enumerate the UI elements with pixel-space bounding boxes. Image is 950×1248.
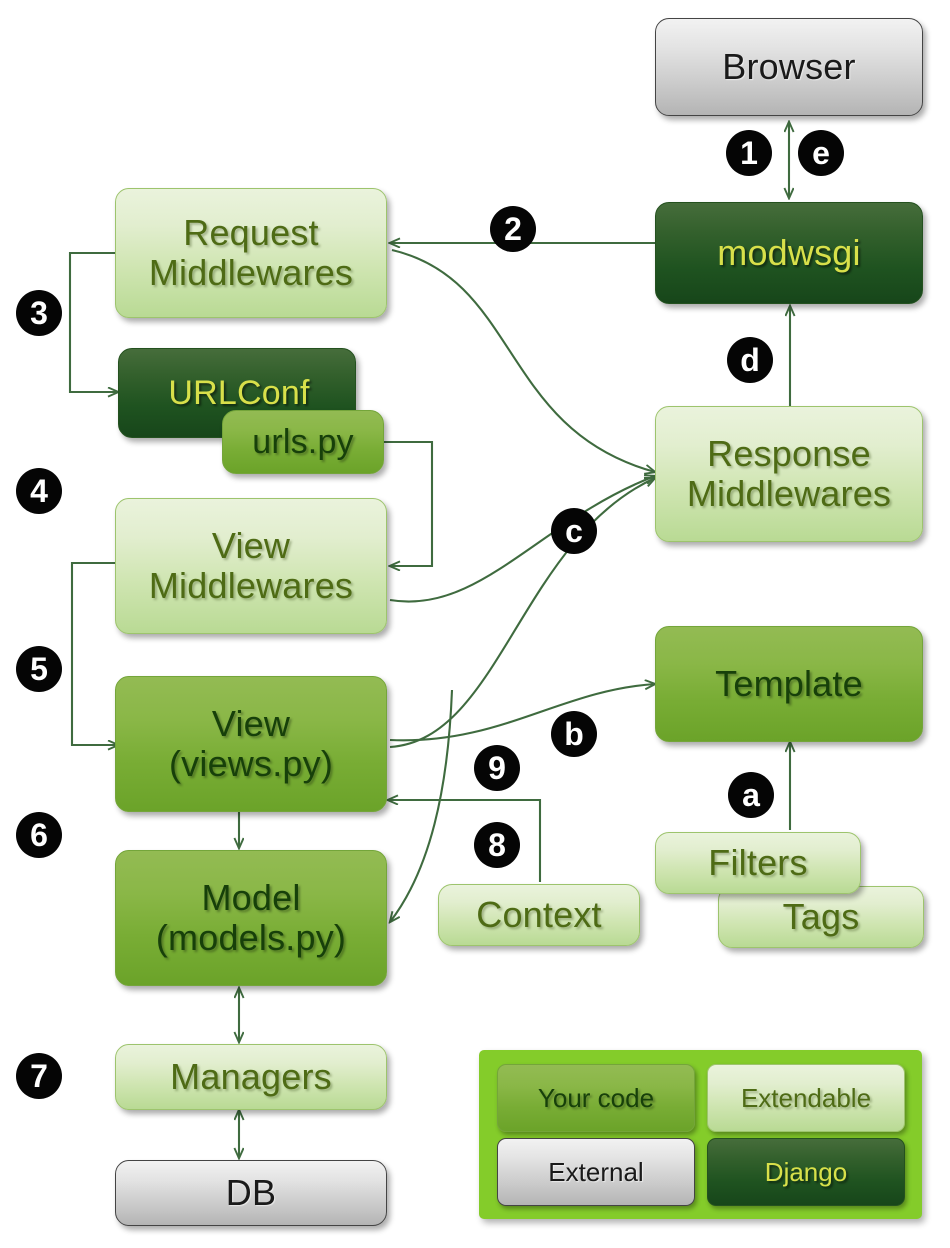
node-modwsgi[interactable]: modwsgi [655, 202, 923, 304]
badge-step-3: 3 [16, 290, 62, 336]
badge-step-5: 5 [16, 646, 62, 692]
node-template[interactable]: Template [655, 626, 923, 742]
node-managers[interactable]: Managers [115, 1044, 387, 1110]
legend-item-extendable-label: Extendable [740, 1082, 872, 1113]
node-filters[interactable]: Filters [655, 832, 861, 894]
badge-step-5-label: 5 [30, 650, 48, 687]
node-context[interactable]: Context [438, 884, 640, 946]
badge-step-1-label: 1 [740, 134, 758, 171]
badge-step-d-label: d [740, 341, 760, 378]
node-view-middlewares-label-1: View [211, 524, 291, 566]
badge-step-b-label: b [564, 715, 584, 752]
node-managers-label: Managers [170, 1055, 332, 1097]
wire-view-template [389, 684, 655, 742]
badge-step-8: 8 [474, 822, 520, 868]
node-view[interactable]: View (views.py) [115, 676, 387, 812]
wire-view-to-response-middlewares [389, 478, 655, 749]
legend-item-external[interactable]: External [497, 1138, 695, 1206]
wire-request-to-response-middlewares [391, 248, 655, 472]
badge-step-7: 7 [16, 1053, 62, 1099]
legend-item-your-code[interactable]: Your code [497, 1064, 695, 1132]
wire-view-middlewares-view [70, 561, 118, 745]
badge-step-a-label: a [742, 776, 760, 813]
node-model-label-2: (models.py) [155, 917, 347, 958]
badge-step-e-label: e [812, 134, 830, 171]
wire-view-middlewares-to-response [389, 476, 655, 603]
node-response-middlewares-label-1: Response [707, 432, 871, 474]
legend-item-django-label: Django [764, 1156, 848, 1187]
wire-request-middlewares-urlconf [68, 251, 118, 392]
node-model[interactable]: Model (models.py) [115, 850, 387, 986]
legend-item-django[interactable]: Django [707, 1138, 905, 1206]
badge-step-a: a [728, 772, 774, 818]
node-tags[interactable]: Tags [718, 886, 924, 948]
badge-step-4: 4 [16, 468, 62, 514]
badge-step-2-label: 2 [504, 210, 522, 247]
node-view-label-2: (views.py) [168, 743, 334, 784]
badge-step-e: e [798, 130, 844, 176]
badge-step-8-label: 8 [488, 826, 506, 863]
node-db[interactable]: DB [115, 1160, 387, 1226]
badge-step-d: d [727, 337, 773, 383]
badge-step-9-label: 9 [488, 749, 506, 786]
badge-step-6: 6 [16, 812, 62, 858]
badge-step-4-label: 4 [30, 472, 48, 509]
legend-item-external-label: External [548, 1156, 644, 1187]
node-filters-label: Filters [708, 841, 808, 883]
node-context-label: Context [476, 893, 602, 935]
node-modwsgi-label: modwsgi [717, 231, 861, 273]
node-request-middlewares[interactable]: Request Middlewares [115, 188, 387, 318]
badge-step-c: c [551, 508, 597, 554]
badge-step-7-label: 7 [30, 1057, 48, 1094]
legend-item-your-code-label: Your code [537, 1082, 655, 1113]
legend-item-extendable[interactable]: Extendable [707, 1064, 905, 1132]
node-model-label-1: Model [201, 876, 301, 918]
node-request-middlewares-label-1: Request [183, 211, 319, 253]
badge-step-c-label: c [565, 512, 583, 549]
node-urlconf-label: URLConf [168, 373, 310, 412]
wire-urls-view-middlewares [384, 440, 434, 566]
badge-step-b: b [551, 711, 597, 757]
badge-step-9: 9 [474, 745, 520, 791]
legend-panel: Your code Extendable External Django [479, 1050, 922, 1219]
node-browser[interactable]: Browser [655, 18, 923, 116]
node-template-label: Template [715, 662, 863, 704]
node-view-middlewares[interactable]: View Middlewares [115, 498, 387, 634]
node-urls-py[interactable]: urls.py [222, 410, 384, 474]
node-view-label-1: View [211, 702, 291, 744]
node-response-middlewares-label-2: Middlewares [686, 473, 892, 514]
node-db-label: DB [225, 1171, 277, 1213]
badge-step-2: 2 [490, 206, 536, 252]
node-tags-label: Tags [782, 895, 860, 937]
badge-step-6-label: 6 [30, 816, 48, 853]
badge-step-1: 1 [726, 130, 772, 176]
node-urls-py-label: urls.py [252, 422, 354, 461]
node-view-middlewares-label-2: Middlewares [148, 565, 354, 606]
badge-step-3-label: 3 [30, 294, 48, 331]
node-response-middlewares[interactable]: Response Middlewares [655, 406, 923, 542]
node-browser-label: Browser [722, 45, 856, 87]
node-request-middlewares-label-2: Middlewares [148, 252, 354, 293]
